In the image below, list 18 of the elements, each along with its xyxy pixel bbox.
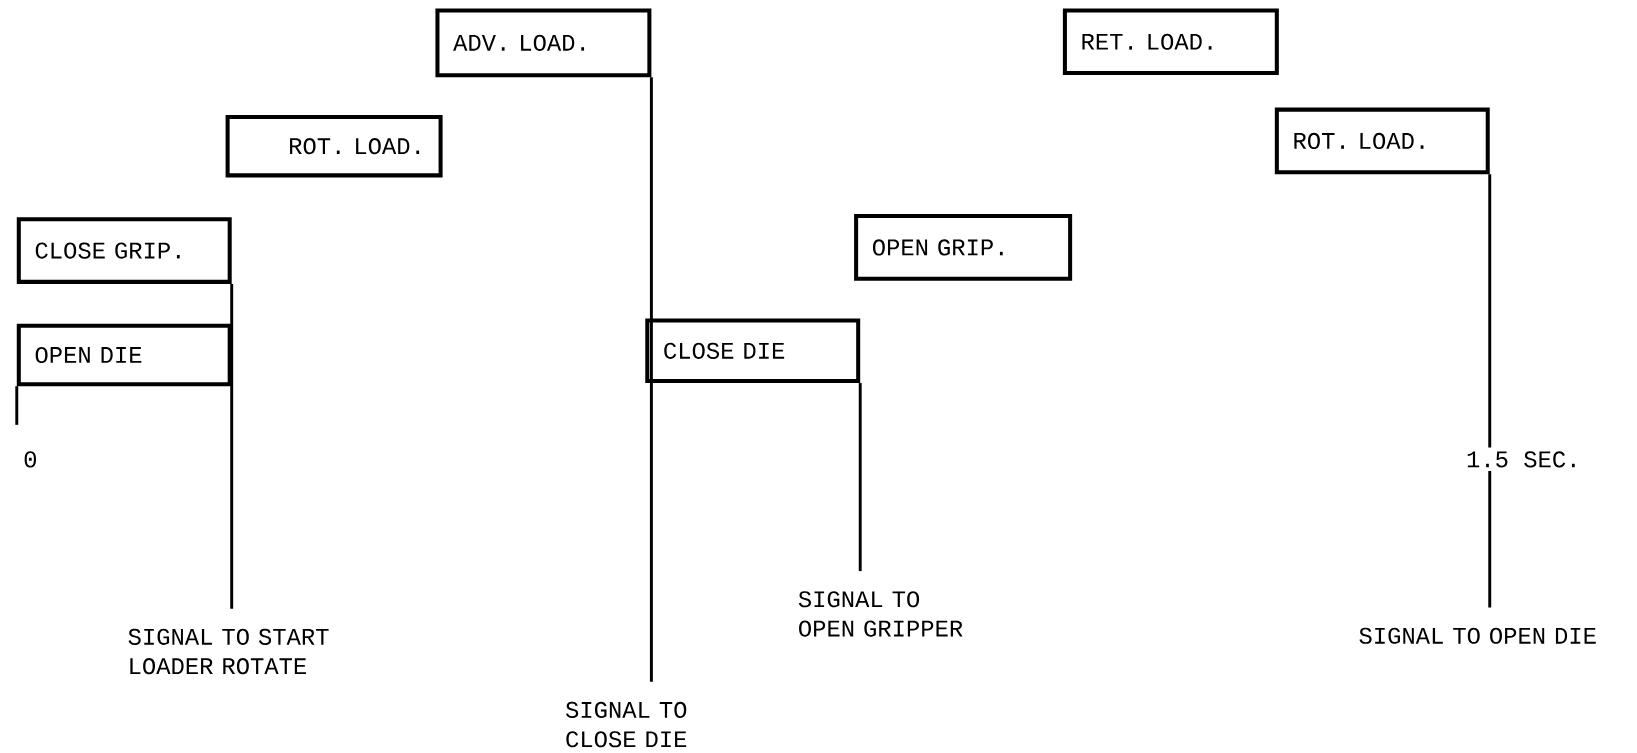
signal-line xyxy=(858,383,862,572)
timing-box: OPEN DIE xyxy=(16,323,232,387)
signal-line xyxy=(230,284,234,609)
signal-line xyxy=(649,77,653,682)
time-label: 0 xyxy=(19,447,42,472)
timing-box: CLOSE DIE xyxy=(645,318,861,384)
signal-text: SIGNAL TO START LOADER ROTATE xyxy=(128,628,329,675)
timing-box: ROT. LOAD. xyxy=(1274,107,1490,175)
signal-text: SIGNAL TO OPEN GRIPPER xyxy=(798,591,963,637)
timing-box: ROT. LOAD. xyxy=(225,115,443,178)
signal-text: SIGNAL TO CLOSE DIE xyxy=(565,701,687,748)
signal-line xyxy=(1488,174,1492,608)
timing-box: OPEN GRIP. xyxy=(854,214,1073,281)
timing-box: ADV. LOAD. xyxy=(435,8,652,78)
timing-box: CLOSE GRIP. xyxy=(16,217,232,285)
time-label: 1.5 SEC. xyxy=(1462,447,1585,472)
signal-text: SIGNAL TO OPEN DIE xyxy=(1359,627,1596,644)
timing-box: RET. LOAD. xyxy=(1062,8,1279,76)
